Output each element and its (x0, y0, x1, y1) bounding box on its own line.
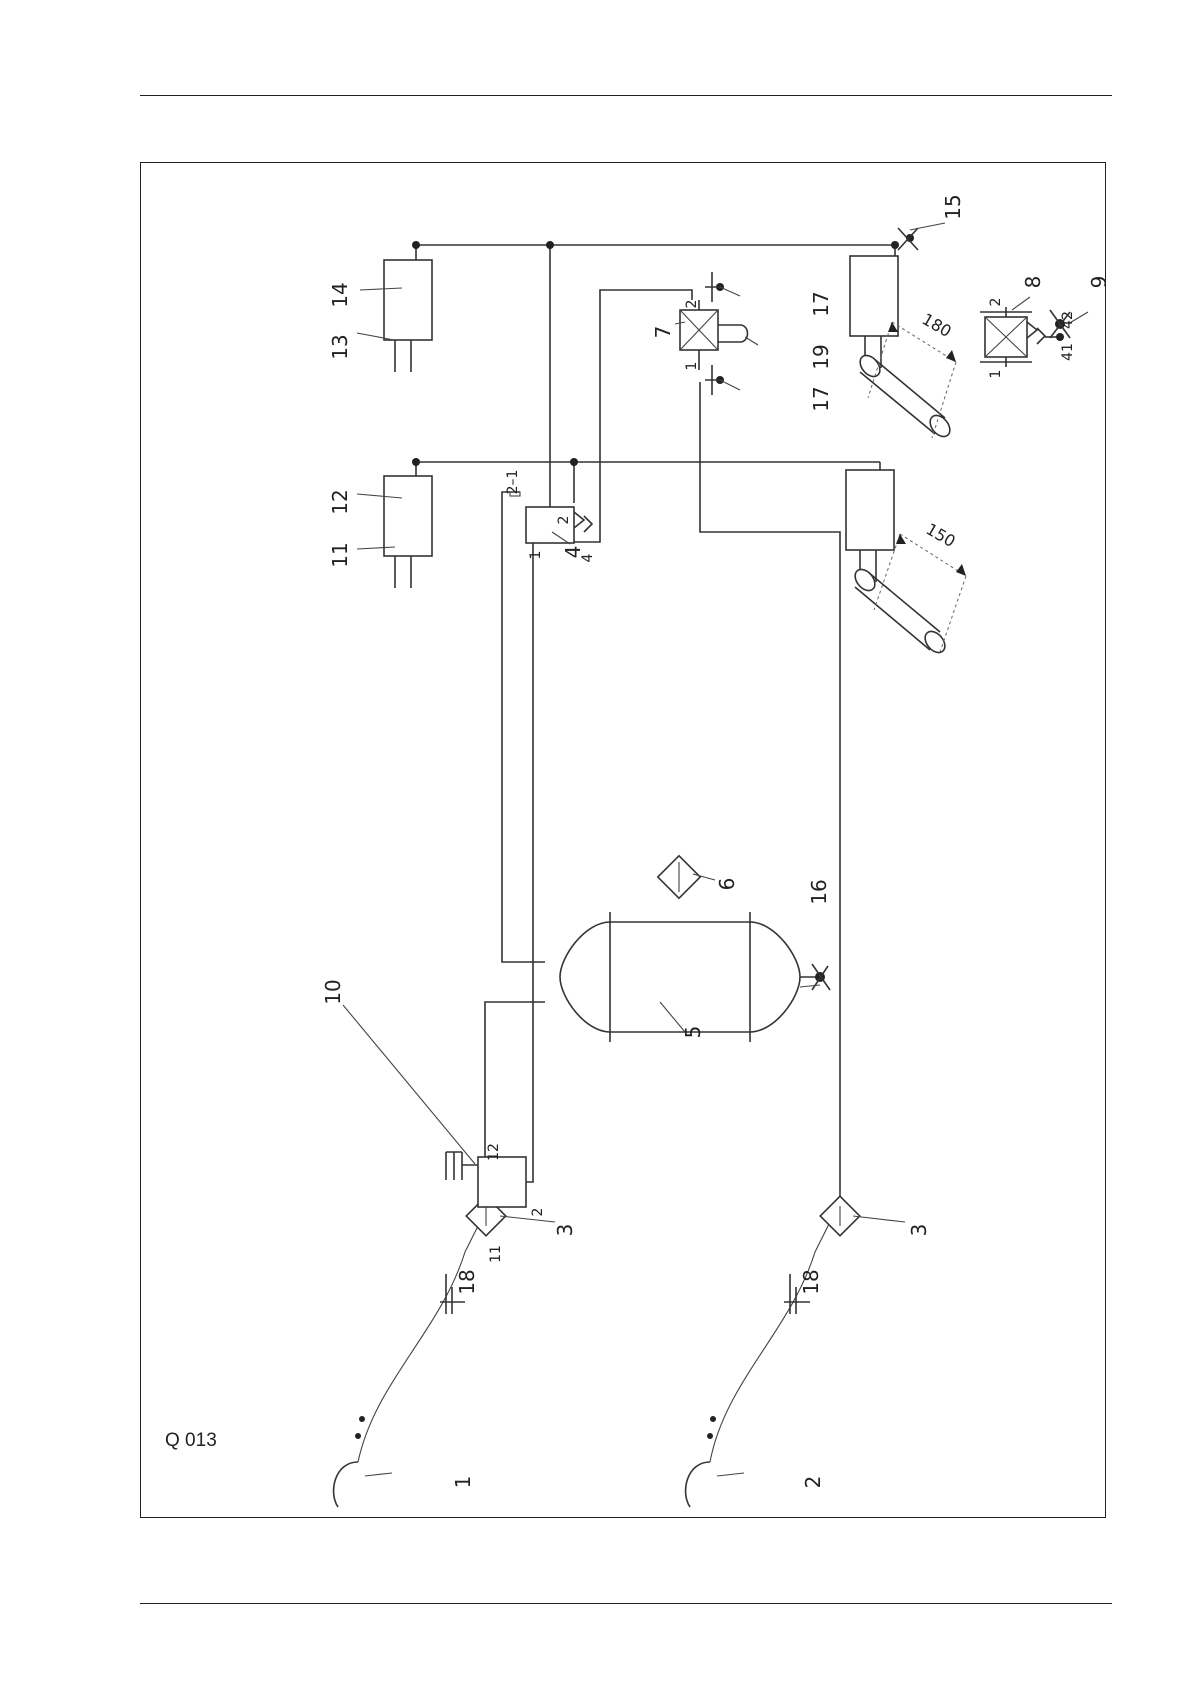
junction-dot (1056, 333, 1064, 341)
brake-cylinder-180 (850, 256, 954, 440)
port-label: 1 (684, 362, 700, 371)
air-line (485, 1002, 545, 1162)
air-line (502, 492, 545, 962)
leader-line (720, 380, 740, 390)
test-point-15 (898, 228, 918, 250)
leader-line (500, 1216, 555, 1222)
port-label: 12 (486, 1143, 502, 1161)
callout-3-upper: 3 (553, 1224, 577, 1237)
leader-line (1012, 297, 1030, 310)
leader-line (853, 1216, 905, 1222)
pneumatic-schematic: 1 2 3 3 4 5 6 7 8 9 10 11 12 13 14 15 16… (140, 162, 1106, 1518)
figure-code: Q 013 (165, 1430, 217, 1452)
callout-17-upper: 17 (809, 291, 833, 316)
port-label: 4 (580, 553, 596, 562)
port-label: 1 (988, 370, 1004, 379)
callout-19: 19 (809, 344, 833, 369)
dimension-label-180: 180 (919, 309, 955, 341)
callout-5: 5 (681, 1026, 705, 1039)
junction-dot (570, 458, 578, 466)
port-label: 2 (684, 300, 700, 309)
hose-fitting (707, 1433, 713, 1439)
callout-16: 16 (807, 879, 831, 904)
leader-line (800, 985, 820, 987)
callout-17-lower: 17 (809, 386, 833, 411)
callout-1: 1 (451, 1476, 475, 1489)
hose-fitting (710, 1416, 716, 1422)
port-label: 2–1 (505, 470, 521, 495)
callout-3-lower: 3 (907, 1224, 931, 1237)
junction-dot (891, 241, 899, 249)
callout-12: 12 (328, 489, 352, 514)
header-rule (140, 95, 1112, 96)
junction-dot (412, 458, 420, 466)
junction-dot (412, 241, 420, 249)
callout-13: 13 (328, 334, 352, 359)
brake-cylinder-150 (846, 470, 949, 656)
relay-valve-4 (510, 492, 592, 543)
callout-18-upper: 18 (455, 1269, 479, 1294)
leader-line (365, 1473, 392, 1476)
pressure-indicator-6 (658, 856, 700, 898)
brake-chamber-14 (384, 260, 432, 372)
air-line (525, 542, 533, 1182)
leader-line (717, 1473, 744, 1476)
coupling-head-1 (334, 1462, 358, 1507)
callout-9: 9 (1087, 276, 1106, 289)
hose-line-1 (358, 1224, 479, 1462)
callout-8: 8 (1021, 276, 1045, 289)
brake-chamber-12 (384, 476, 432, 588)
control-valve-7 (680, 300, 748, 370)
dimension-arrow (956, 564, 966, 576)
port-label: 41 (1060, 343, 1076, 361)
leader-line (720, 287, 740, 296)
leader-line (910, 223, 945, 230)
footer-rule (140, 1603, 1112, 1604)
port-label: 2 (988, 298, 1004, 307)
dimension-arrow (896, 534, 906, 544)
hose-fitting (359, 1416, 365, 1422)
air-reservoir-5 (560, 912, 800, 1042)
callout-14: 14 (328, 282, 352, 307)
port-label: 2 (556, 516, 572, 525)
valve-8 (980, 307, 1060, 367)
dimension-label-150: 150 (923, 519, 959, 551)
callout-10: 10 (321, 979, 345, 1004)
callout-15: 15 (941, 194, 965, 219)
hose-fitting (355, 1433, 361, 1439)
callout-18-lower: 18 (799, 1269, 823, 1294)
callout-2: 2 (801, 1476, 825, 1489)
port-label: 11 (488, 1245, 504, 1263)
leader-line (745, 337, 758, 345)
callout-6: 6 (715, 878, 739, 891)
callout-7: 7 (651, 326, 675, 339)
dimension-line-150 (874, 534, 966, 652)
port-label: 42 (1060, 311, 1076, 329)
leader-line (343, 1005, 475, 1164)
port-label: 2 (530, 1208, 546, 1217)
dimension-arrow (946, 350, 956, 362)
coupling-head-2 (686, 1462, 710, 1507)
callout-11: 11 (328, 542, 352, 567)
junction-dot (546, 241, 554, 249)
hose-line-2 (710, 1224, 829, 1462)
air-line (700, 382, 840, 1225)
port-label: 1 (528, 551, 544, 560)
